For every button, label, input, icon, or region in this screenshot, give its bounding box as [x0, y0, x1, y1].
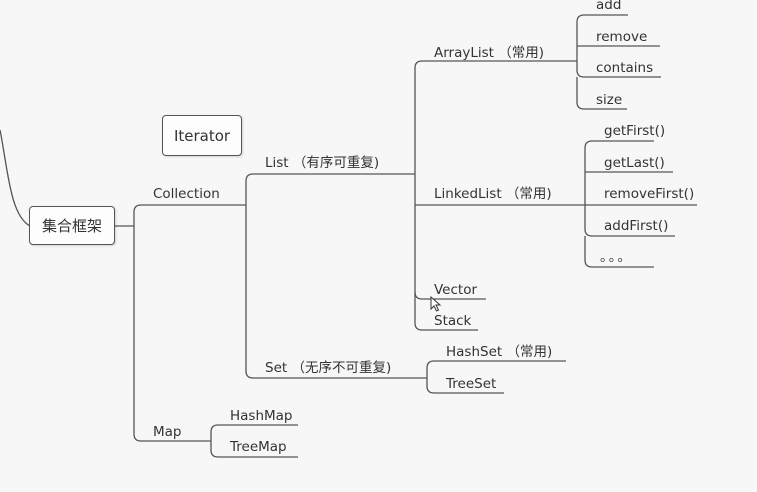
link-map-treemap	[210, 441, 298, 458]
link-list-stack	[414, 292, 478, 331]
arraylist-method-add[interactable]: add	[596, 0, 622, 13]
treemap-node[interactable]: TreeMap	[230, 439, 287, 455]
hashset-node[interactable]: HashSet （常用)	[446, 344, 553, 360]
linkedlist-node[interactable]: LinkedList （常用)	[434, 186, 552, 202]
link-arraylist-size	[576, 77, 627, 110]
link-collection-list	[245, 173, 415, 205]
stack-node[interactable]: Stack	[434, 313, 472, 329]
link-linkedlist-addfirst	[584, 205, 675, 237]
iterator-node[interactable]: Iterator	[162, 115, 242, 156]
linkedlist-method-getfirst[interactable]: getFirst()	[604, 123, 666, 139]
link-linkedlist-getfirst	[584, 140, 654, 205]
arraylist-node[interactable]: ArrayList （常用)	[434, 45, 545, 61]
list-node[interactable]: List （有序可重复)	[265, 155, 380, 171]
link-map-hashmap	[210, 424, 298, 441]
link-root-map	[133, 226, 211, 442]
mouse-cursor-icon	[430, 296, 442, 312]
link-root-collection	[133, 204, 246, 226]
link-set-hashset	[426, 360, 566, 378]
iterator-label: Iterator	[173, 126, 231, 145]
set-node[interactable]: Set （无序不可重复)	[265, 360, 392, 376]
arraylist-method-contains[interactable]: contains	[596, 60, 654, 76]
linkedlist-method-addfirst[interactable]: addFirst()	[604, 218, 669, 234]
link-arraylist-contains	[576, 61, 661, 78]
incoming-curve	[0, 129, 31, 227]
link-linkedlist-more	[584, 236, 654, 268]
arraylist-method-remove[interactable]: remove	[596, 29, 648, 45]
link-list-arraylist	[414, 60, 577, 205]
linkedlist-method-getlast[interactable]: getLast()	[604, 155, 665, 171]
vector-node[interactable]: Vector	[434, 282, 478, 298]
link-set-treeset	[426, 378, 504, 394]
linkedlist-method-removefirst[interactable]: removeFirst()	[604, 186, 695, 202]
linkedlist-method-more[interactable]: 。。。	[600, 249, 633, 265]
root-label: 集合框架	[41, 217, 102, 235]
hashmap-node[interactable]: HashMap	[230, 408, 293, 424]
arraylist-method-size[interactable]: size	[596, 92, 623, 108]
treeset-node[interactable]: TreeSet	[446, 376, 497, 392]
map-node[interactable]: Map	[153, 424, 182, 440]
root-node[interactable]: 集合框架	[29, 206, 115, 245]
collection-node[interactable]: Collection	[153, 186, 220, 202]
link-arraylist-add	[576, 14, 628, 61]
link-collection-set	[245, 205, 427, 379]
